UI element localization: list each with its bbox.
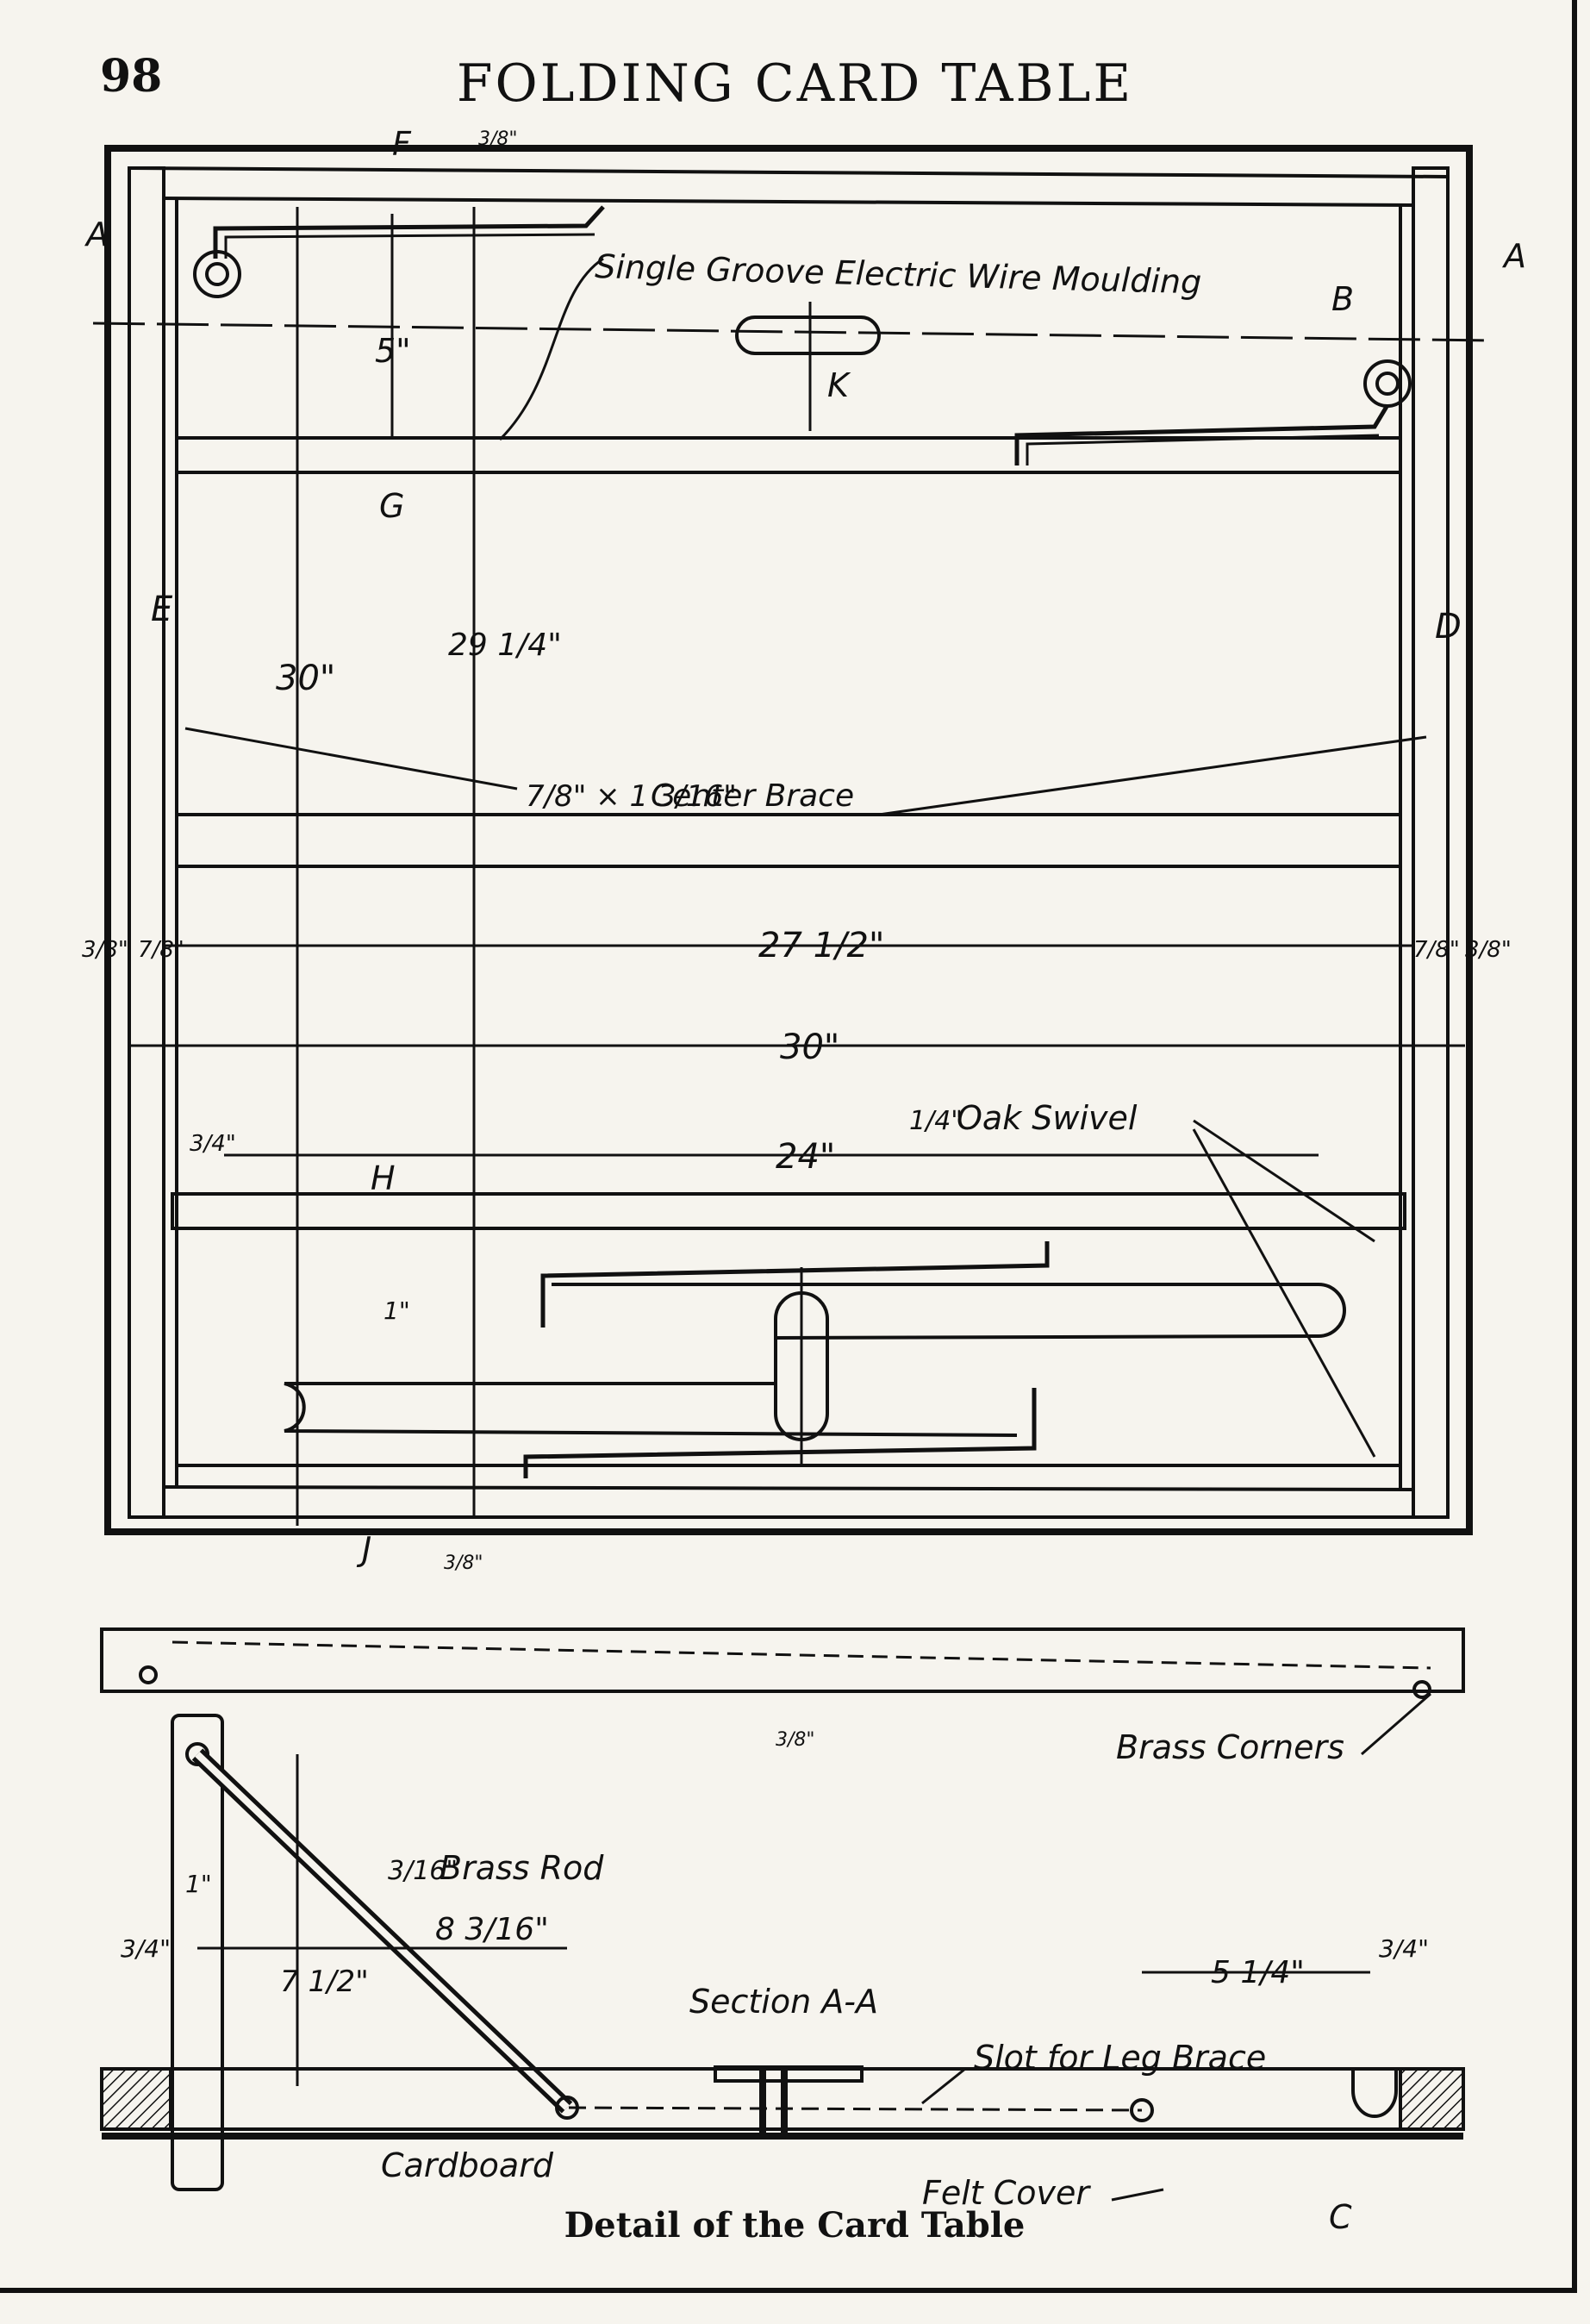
dim-7-1-2: 7 1/2"	[280, 1965, 369, 1999]
letter-a-left: A	[84, 216, 109, 253]
wire-moulding-upper	[213, 205, 605, 259]
section-corner-right	[1399, 2067, 1465, 2131]
end-rail-f-top	[128, 166, 1449, 178]
end-rail-f-inner	[163, 197, 1414, 207]
brass-corner-left	[139, 1665, 158, 1684]
brass-corner-right	[1412, 1680, 1431, 1699]
letter-e: E	[151, 590, 173, 629]
label-cardboard: Cardboard	[381, 2146, 554, 2184]
label-center-brace: Center Brace	[651, 778, 854, 814]
label-brass-rod: Brass Rod	[440, 1849, 604, 1887]
letter-g: G	[379, 487, 404, 525]
page-border	[0, 0, 1577, 2293]
dim-29-1-4: 29 1/4"	[448, 628, 562, 663]
dim-3-8-right: 3/8"	[1465, 937, 1512, 963]
leader-moulding	[498, 257, 604, 441]
page-number: 98	[100, 50, 163, 103]
label-brass-rod-size: 3/16"	[388, 1856, 458, 1886]
bracket-left-inner	[205, 262, 229, 286]
swivel-frame	[175, 1227, 1402, 1467]
slot-end	[1130, 2098, 1154, 2122]
letter-f: F	[392, 125, 412, 163]
dim-3-4-left: 3/4"	[121, 1934, 171, 1963]
rail-elevation-dash	[171, 1640, 1431, 1670]
letter-d: D	[1435, 607, 1462, 647]
leader-brace-right	[878, 735, 1427, 816]
rail-h	[171, 1192, 1406, 1230]
side-rail-e	[128, 166, 165, 1519]
label-center-brace-size: 7/8" × 1 3/16"	[526, 779, 737, 814]
page-title: FOLDING CARD TABLE	[456, 53, 1134, 114]
rail-elevation	[100, 1627, 1465, 1693]
wire-moulding-upper-2	[224, 233, 595, 259]
k-screw-head	[714, 2065, 864, 2083]
label-brass-corners: Brass Corners	[1116, 1728, 1344, 1766]
letter-a-right: A	[1501, 237, 1526, 275]
label-section-aa: Section A-A	[689, 1983, 878, 2021]
corner-c	[1351, 2067, 1398, 2118]
dim-5: 5"	[375, 332, 411, 370]
slot-leg-brace	[568, 2106, 1143, 2112]
leader-slot	[921, 2067, 966, 2105]
dim-7-8-left: 7/8"	[138, 937, 184, 963]
leg	[171, 1714, 224, 2191]
side-rail-d	[1412, 166, 1450, 1519]
dim-8-3-16: 8 3/16"	[435, 1912, 549, 1947]
swivel-rod-upper-loop	[552, 1283, 1346, 1340]
figure-caption: Detail of the Card Table	[564, 2205, 1026, 2246]
label-slot: Slot for Leg Brace	[974, 2039, 1266, 2077]
letter-j: J	[356, 1530, 371, 1568]
swivel-rod-lower-loop	[284, 1382, 1018, 1437]
end-rail-j-inner	[163, 1485, 1414, 1491]
dim-3-8-top: 3/8"	[478, 128, 518, 150]
leader-felt	[1111, 2188, 1164, 2202]
dim-5-1-4: 5 1/4"	[1211, 1955, 1305, 1990]
leader-brass-corners	[1361, 1692, 1431, 1756]
dim-30-horizontal: 30"	[780, 1028, 839, 1067]
section-line-a	[92, 322, 1496, 342]
bracket-right-inner	[1375, 372, 1400, 396]
dim-7-8-right: 7/8"	[1413, 937, 1460, 963]
section-corner-left	[100, 2067, 172, 2131]
swivel-rod-lower	[523, 1388, 1037, 1478]
letter-k: K	[827, 366, 851, 404]
leader-brace-left	[184, 727, 518, 790]
dim-27-1-2: 27 1/2"	[758, 926, 884, 965]
dim-1-inner: 1"	[383, 1296, 410, 1325]
leader-swivel-1	[1193, 1119, 1375, 1243]
brass-rod-brace-inner	[195, 1752, 570, 2110]
label-oak-swivel-size: 1/4"	[909, 1106, 963, 1136]
table-top-outline	[104, 145, 1473, 1535]
k-slot	[735, 315, 881, 355]
leader-swivel-2	[1192, 1128, 1376, 1458]
label-felt-cover: Felt Cover	[922, 2174, 1091, 2212]
wire-moulding-right	[1014, 403, 1390, 465]
letter-b: B	[1331, 280, 1354, 318]
dim-3-8-rail: 3/8"	[776, 1729, 815, 1751]
dim-3-4-top: 3/4"	[190, 1131, 236, 1157]
label-oak-swivel: Oak Swivel	[957, 1099, 1138, 1137]
bracket-right	[1363, 359, 1412, 408]
bracket-left	[193, 250, 241, 298]
swivel-rod-upper	[540, 1241, 1050, 1328]
dim-1-leg: 1"	[185, 1870, 212, 1898]
dim-3-8-left: 3/8"	[82, 937, 128, 963]
dim-24: 24"	[776, 1137, 835, 1177]
dim-3-8-bottom: 3/8"	[444, 1552, 483, 1574]
dim-3-4-right: 3/4"	[1379, 1934, 1429, 1963]
dim-30-vertical: 30"	[276, 659, 335, 698]
rail-g	[175, 436, 1402, 474]
letter-h: H	[371, 1159, 396, 1197]
wire-moulding-right-2	[1026, 434, 1380, 465]
label-wire-moulding: Single Groove Electric Wire Moulding	[595, 247, 1202, 301]
letter-c: C	[1329, 2198, 1352, 2236]
